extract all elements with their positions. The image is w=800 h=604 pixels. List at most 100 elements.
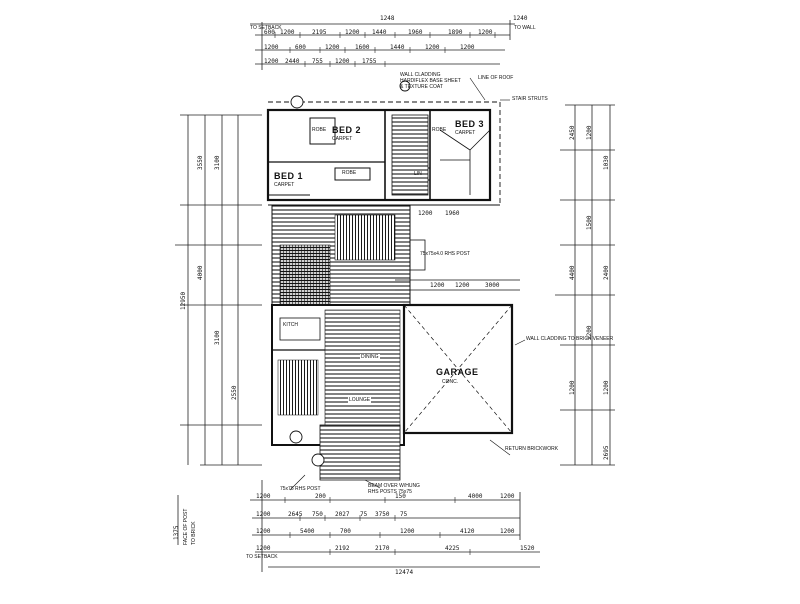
- room-label-bed3: BED 3: [455, 119, 485, 129]
- dim-top-2-7: 1200: [478, 29, 493, 36]
- dim-top-3-5: 1200: [425, 44, 440, 51]
- dim-top-4-2: 755: [312, 58, 323, 65]
- dim-top-4-3: 1200: [335, 58, 350, 65]
- dim-bottom-3-3: 1200: [400, 528, 415, 535]
- dim-left-1: 3100: [214, 155, 221, 170]
- dim-right-3: 4400: [569, 265, 576, 280]
- dim-bottom-2-2: 750: [312, 511, 323, 518]
- dim-bottom-2-4: 75: [360, 511, 368, 518]
- dim-interior-2: 1200: [430, 282, 445, 289]
- dim-bottom-3-4: 4120: [460, 528, 475, 535]
- room-label-wir: ROBE: [342, 170, 357, 176]
- dim-right-0: 2450: [569, 125, 576, 140]
- post-markers: [289, 80, 411, 467]
- note-wall-cladding-top-3: & TEXTURE COAT: [400, 84, 443, 90]
- dim-left-0: 3550: [197, 155, 204, 170]
- note-rhs-post-bottom: 75x75 RHS POST: [280, 486, 321, 492]
- left-dimension-lines: [175, 114, 262, 545]
- dim-right-2: 1030: [603, 155, 610, 170]
- upper-floor-walls: [266, 101, 501, 205]
- note-line-of-roof: LINE OF ROOF: [478, 75, 514, 81]
- upper-stair: [391, 114, 429, 196]
- note-wall-cladding-top-2: HARDIFLEX BASE SHEET: [400, 78, 461, 84]
- dim-bottom-2-3: 2027: [335, 511, 350, 518]
- top-dimension-lines: [250, 20, 515, 70]
- dim-right-8: 1200: [603, 380, 610, 395]
- dim-top-2-5: 1960: [408, 29, 423, 36]
- dim-bottom-2-6: 75: [400, 511, 408, 518]
- dim-top-3-0: 1200: [264, 44, 279, 51]
- dim-top-4-4: 1755: [362, 58, 377, 65]
- dim-top-3-3: 1600: [355, 44, 370, 51]
- dim-right-4: 1500: [586, 215, 593, 230]
- dim-bottom-4-3: 4225: [445, 545, 460, 552]
- dim-left-2: 4000: [197, 265, 204, 280]
- note-setback-top: TO SETBACK: [250, 25, 282, 31]
- dim-top-1-0: 1248: [380, 15, 395, 22]
- room-label-robe2: ROBE: [312, 127, 327, 133]
- dim-bottom-3-2: 700: [340, 528, 351, 535]
- dim-top-2-4: 1440: [372, 29, 387, 36]
- room-label-garage: GARAGE: [436, 367, 479, 377]
- lounge-floor-hatch: [324, 309, 401, 441]
- dim-top-4-0: 1200: [264, 58, 279, 65]
- dim-left-5: 12950: [180, 291, 187, 310]
- dim-left-6: 1375: [173, 525, 180, 540]
- dim-bottom-3-0: 1200: [256, 528, 271, 535]
- dim-top-4-1: 2440: [285, 58, 300, 65]
- dim-left-3: 3100: [214, 330, 221, 345]
- dim-top-2-6: 1890: [448, 29, 463, 36]
- dim-interior-3: 1200: [455, 282, 470, 289]
- note-to-brick: TO BRICK: [191, 521, 197, 545]
- room-label-bed1: BED 1: [274, 171, 304, 181]
- room-label-linen: LIN: [414, 171, 422, 177]
- dim-bottom-4-2: 2170: [375, 545, 390, 552]
- dim-right-9: 2695: [603, 445, 610, 460]
- note-rhs-post-mid: 75x75x4.0 RHS POST: [420, 251, 471, 257]
- note-return-brickwork: RETURN BRICKWORK: [505, 446, 559, 452]
- dim-right-1: 1200: [586, 125, 593, 140]
- kitchen-hatch: [277, 359, 319, 416]
- dim-bottom-2-1: 2645: [288, 511, 303, 518]
- dim-top-2-2: 2195: [312, 29, 327, 36]
- dim-bottom-3-5: 1200: [500, 528, 515, 535]
- leader-lines: [289, 77, 526, 491]
- dim-bottom-2-5: 3750: [375, 511, 390, 518]
- room-floor-bed2: CARPET: [332, 136, 353, 142]
- dim-top-2-1: 1200: [280, 29, 295, 36]
- entry-stair: [319, 424, 401, 481]
- dim-bottom-4-4: 1520: [520, 545, 535, 552]
- note-wall-cladding-garage: WALL CLADDING TO BRICK VENEER: [526, 336, 614, 342]
- note-wall-cladding-top: WALL CLADDING: [400, 72, 441, 78]
- dim-bottom-3-1: 5400: [300, 528, 315, 535]
- dim-right-7: 1200: [586, 325, 593, 340]
- right-dimension-lines: [555, 104, 615, 466]
- bottom-dimension-lines: [250, 480, 540, 572]
- room-label-dining: DINING: [360, 354, 380, 361]
- dim-right-5: 2400: [603, 265, 610, 280]
- room-label-lounge: LOUNGE: [348, 397, 372, 404]
- note-face-of-post: FACE OF POST: [183, 508, 189, 545]
- dim-right-6: 1200: [569, 380, 576, 395]
- dim-bottom-1-0: 1200: [256, 493, 271, 500]
- mid-deck: [268, 204, 520, 306]
- room-label-bed2: BED 2: [332, 125, 362, 135]
- room-floor-bed1: CARPET: [274, 182, 295, 188]
- dim-bottom-4-0: 1200: [256, 545, 271, 552]
- note-to-wall-top: TO WALL: [514, 25, 536, 31]
- room-floor-garage: CONC.: [442, 379, 459, 385]
- dim-bottom-1-2: 150: [395, 493, 406, 500]
- room-label-kitchen: KITCH: [282, 322, 299, 329]
- note-stair-struts: STAIR STRUTS: [512, 96, 548, 102]
- dim-bottom-5-0: 12474: [395, 569, 414, 576]
- dim-top-3-6: 1200: [460, 44, 475, 51]
- note-beam-over: BEAM OVER W/HUNG: [368, 483, 420, 489]
- note-rhs-posts-bottom: RHS POSTS 75x75: [368, 489, 412, 495]
- dim-interior-1: 1960: [445, 210, 460, 217]
- dim-bottom-4-1: 2192: [335, 545, 350, 552]
- dim-top-2-0: 600: [264, 29, 275, 36]
- room-label-robe3: ROBE: [432, 127, 447, 133]
- dim-top-3-1: 600: [295, 44, 306, 51]
